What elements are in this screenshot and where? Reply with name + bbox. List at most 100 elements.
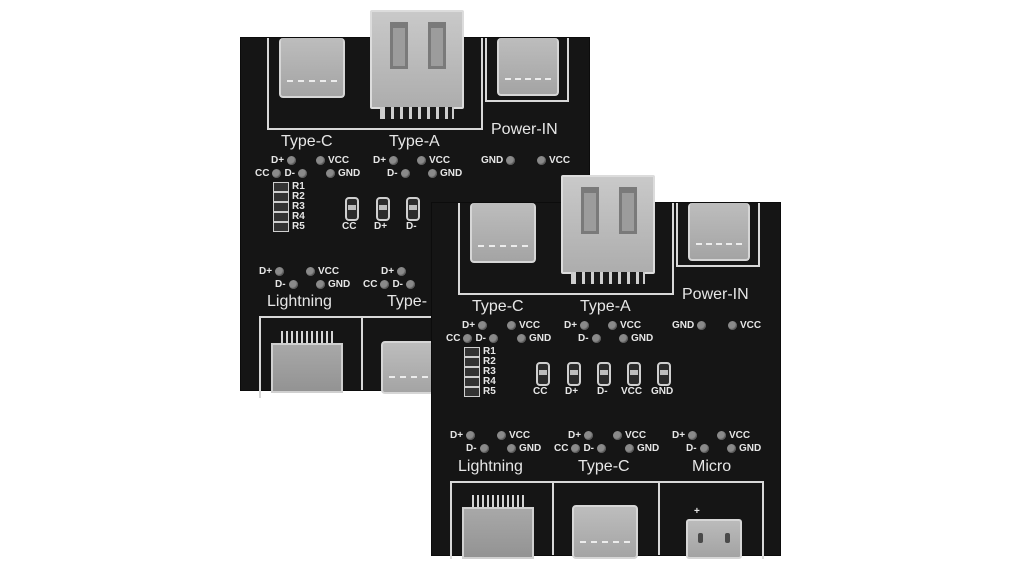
pin-gnd-power: GND [481,155,516,166]
lightning-port [462,495,534,559]
test-pad [584,431,594,440]
pin-dm-lightning: D- [275,279,299,290]
usb-c-port-top [279,38,345,98]
label-micro: Micro [692,458,732,475]
usb-c-port-bottom [572,505,638,559]
test-pad [625,444,634,453]
test-pad [380,280,390,289]
resistor [273,182,289,192]
label-type-c-bottom: Type-C [578,458,630,475]
pin-vcc-typec-bottom: VCC [612,430,646,441]
test-pad [298,169,308,178]
label-type-a: Type-A [580,298,631,315]
micro-polarity-mark: + [694,506,700,517]
pin-dp-lightning: D+ [259,266,285,277]
pin-dp-lightning: D+ [450,430,476,441]
pin-dp-micro: D+ [672,430,698,441]
connector-frame-power [676,203,760,267]
micro-usb-port [686,519,742,559]
test-pad [727,444,736,453]
test-pad [287,156,297,165]
test-pad [417,156,426,165]
pin-gnd-power: GND [672,320,707,331]
usb-a-port [561,175,655,284]
test-pad [613,431,622,440]
pin-dp-typea: D+ [564,320,590,331]
pin-dp-typec: D+ [462,320,488,331]
connector-frame-power [485,38,569,102]
pin-vcc-typec: VCC [506,320,540,331]
pin-dp-typea: D+ [373,155,399,166]
resistor [464,367,480,377]
resistor [464,357,480,367]
resistor [273,202,289,212]
divider [658,481,660,555]
label-type-c-bottom: Type- [387,293,428,310]
jumper-label-cc: CC [533,386,548,397]
jumper-label-dm: D- [597,386,608,397]
label-power-in: Power-IN [682,286,749,303]
test-pad [517,334,526,343]
jumper-gnd [657,362,671,386]
pin-vcc-lightning: VCC [496,430,530,441]
test-pad [489,334,499,343]
usb-c-power-port [688,203,750,261]
test-pad [316,156,325,165]
pin-dm-lightning: D- [466,443,490,454]
jumper-vcc [627,362,641,386]
pin-vcc-typec: VCC [315,155,349,166]
jumper-label-vcc: VCC [621,386,643,397]
usb-c-port-top [470,203,536,263]
resistor [464,347,480,357]
pin-gnd-typec: GND [516,333,551,344]
test-pad [571,444,581,453]
test-pad [463,334,473,343]
label-power-in: Power-IN [491,121,558,138]
pin-dm-typea: D- [578,333,602,344]
pin-vcc-lightning: VCC [305,266,339,277]
test-pad [272,169,282,178]
jumper-label-dp: D+ [565,386,579,397]
label-type-c: Type-C [472,298,524,315]
connector-frame-top-left [267,38,483,130]
test-pad [478,321,488,330]
test-pad [717,431,726,440]
pin-vcc-typea: VCC [416,155,450,166]
test-pad [306,267,315,276]
resistor [273,212,289,222]
test-pad [275,267,285,276]
jumper-label-dp: D+ [374,221,388,232]
jumper-label-cc: CC [342,221,357,232]
pin-dp-typec-bottom: D+ [568,430,594,441]
label-type-a: Type-A [389,133,440,150]
test-pad [466,431,476,440]
jumper-dp [567,362,581,386]
jumper-cc [536,362,550,386]
test-pad [316,280,325,289]
pin-gnd-typea: GND [618,333,653,344]
jumper-cc [345,197,359,221]
test-pad [506,156,516,165]
jumper-dp [376,197,390,221]
test-pad [428,169,437,178]
pin-dp-typec: D+ [271,155,297,166]
resistor [273,192,289,202]
usb-a-port [370,10,464,119]
pin-dm-typea: D- [387,168,411,179]
test-pad [397,267,407,276]
label-lightning: Lightning [458,458,523,475]
pin-gnd-typea: GND [427,168,462,179]
resistor [273,222,289,232]
resistor [464,377,480,387]
connector-frame-bottom [450,481,764,559]
pin-dm-micro: D- [686,443,710,454]
resistor [464,387,480,397]
test-pad [580,321,590,330]
test-pad [619,334,628,343]
pin-vcc-micro: VCC [716,430,750,441]
test-pad [479,444,489,453]
